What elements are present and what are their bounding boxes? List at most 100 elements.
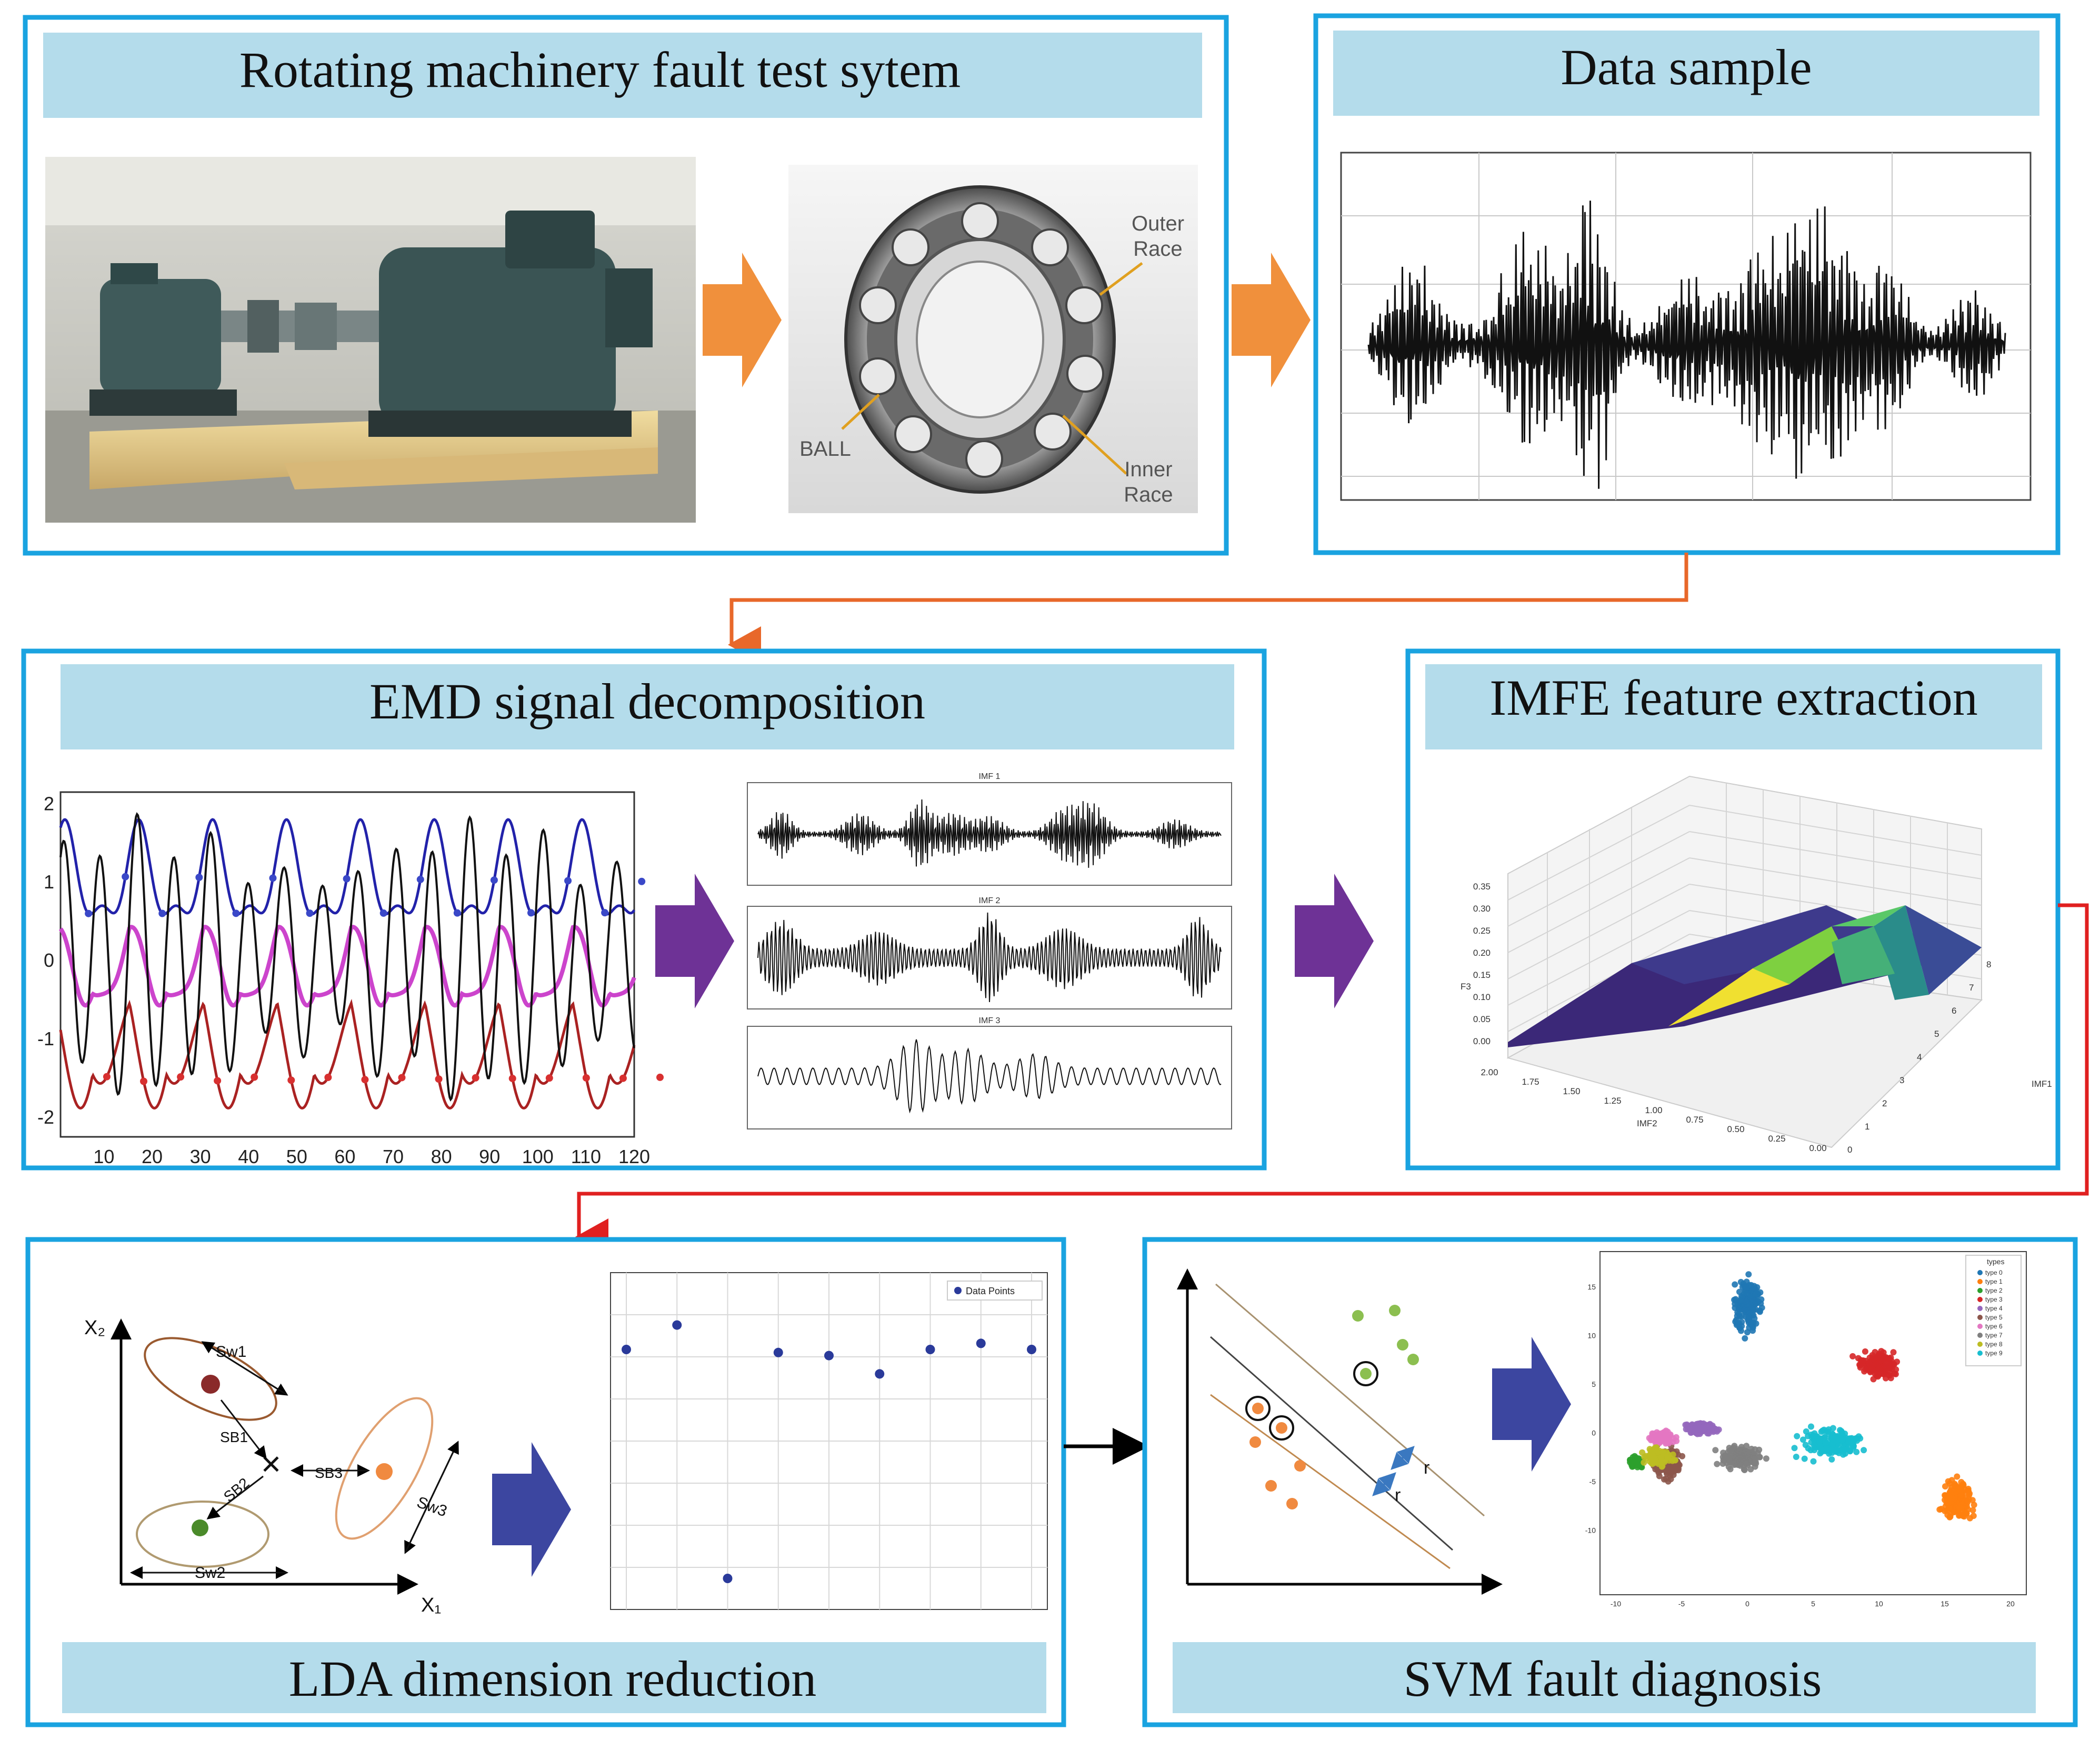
z-tick-label: 0.05 [1473, 1014, 1491, 1024]
y-tick-label: 2 [1882, 1098, 1887, 1108]
scatter-point [773, 1347, 783, 1357]
y-tick-label: 10 [1587, 1332, 1596, 1340]
y-tick-label: 0 [1592, 1429, 1596, 1437]
y-axis-label: IMF1 [2032, 1079, 2052, 1089]
legend-item: type 1 [1985, 1278, 2003, 1285]
y-tick-label: 4 [1917, 1052, 1922, 1062]
legend-item: type 9 [1985, 1349, 2003, 1357]
flow-arrow-icon [1492, 1337, 1571, 1472]
imf-label: IMF 3 [979, 1016, 1001, 1025]
class-2-centroid [192, 1519, 208, 1536]
panel-title: SVM fault diagnosis [1404, 1651, 1822, 1707]
y-tick-label: 7 [1969, 983, 1974, 993]
margin-label: r [1395, 1485, 1401, 1505]
x-tick-label: 20 [142, 1146, 163, 1167]
y-tick-label: -2 [37, 1106, 54, 1128]
x-tick-label: 0 [1745, 1599, 1749, 1608]
panel-title: Rotating machinery fault test sytem [239, 42, 961, 98]
y-tick-label: 0 [44, 949, 54, 971]
y-tick-label: 3 [1899, 1075, 1904, 1085]
imf-2-plot: IMF 2 [747, 896, 1232, 1009]
x-tick-label: 0.00 [1809, 1143, 1826, 1153]
y-tick-label: 1 [44, 871, 54, 893]
flow-arrow-icon [492, 1442, 571, 1577]
y-tick-label: -1 [37, 1028, 54, 1049]
y-tick-label: 1 [1865, 1122, 1869, 1132]
x-tick-label: 40 [238, 1146, 259, 1167]
imf-3-plot: IMF 3 [747, 1016, 1232, 1129]
panel-lda: LDA dimension reduction X₂ X₁ ✕ Sw1 SB1 … [25, 1237, 1066, 1727]
panel-title: EMD signal decomposition [369, 673, 925, 729]
panel-title: LDA dimension reduction [289, 1651, 817, 1707]
x-tick-label: 2.00 [1481, 1067, 1498, 1077]
z-tick-label: 0.20 [1473, 948, 1491, 958]
sw2-label: Sw2 [195, 1564, 225, 1582]
imf-label: IMF 1 [979, 772, 1001, 781]
imf-1-plot: IMF 1 [747, 772, 1232, 886]
scatter-point [875, 1369, 885, 1379]
imf-label: IMF 2 [979, 896, 1001, 905]
x-tick-label: 60 [334, 1146, 355, 1167]
x-tick-label: 80 [431, 1146, 452, 1167]
signal-plot [1340, 152, 2032, 501]
imf-plots: IMF 1 IMF 2 IMF 3 [747, 772, 1232, 1129]
svm-margin-diagram: r r [1177, 1268, 1503, 1595]
x-tick-label: 120 [618, 1146, 650, 1167]
z-tick-label: 0.15 [1473, 970, 1491, 980]
y-tick-label: 6 [1952, 1006, 1956, 1016]
x1-axis-label: X₁ [421, 1594, 441, 1616]
legend-item: type 2 [1985, 1287, 2003, 1294]
test-rig-photo [45, 157, 696, 523]
y-tick-label: -5 [1589, 1477, 1596, 1486]
sb1-label: SB1 [220, 1429, 248, 1445]
legend-item: type 4 [1985, 1305, 2003, 1312]
x-tick-label: 50 [286, 1146, 307, 1167]
x-tick-label: 1.50 [1563, 1086, 1580, 1096]
z-axis-label: F3 [1461, 982, 1471, 992]
class-3-centroid [376, 1463, 393, 1480]
x-tick-label: 90 [479, 1146, 500, 1167]
x-axis-label: IMF2 [1637, 1118, 1657, 1128]
legend-item: type 0 [1985, 1269, 2003, 1276]
x2-axis-label: X₂ [84, 1317, 105, 1339]
y-tick-label: 15 [1587, 1283, 1596, 1291]
z-tick-label: 0.10 [1473, 992, 1491, 1002]
x-tick-label: 5 [1811, 1599, 1815, 1608]
panel-data-sample: Data sample [1313, 13, 2061, 555]
y-tick-label: 5 [1934, 1029, 1939, 1039]
flow-arrow-icon [703, 253, 782, 387]
scatter-point [976, 1338, 986, 1348]
x-tick-label: 15 [1941, 1599, 1949, 1608]
scatter-point [622, 1345, 631, 1354]
x-tick-label: 30 [190, 1146, 211, 1167]
x-tick-label: 0.75 [1686, 1115, 1703, 1125]
x-tick-label: 10 [93, 1146, 114, 1167]
legend-item: type 3 [1985, 1296, 2003, 1303]
legend-item: type 5 [1985, 1314, 2003, 1321]
z-tick-label: 0.00 [1473, 1036, 1491, 1046]
x-tick-label: -5 [1678, 1599, 1685, 1608]
z-tick-label: 0.30 [1473, 904, 1491, 914]
legend-item: type 8 [1985, 1341, 2003, 1348]
scatter-point [672, 1320, 682, 1330]
flow-arrow-icon [1232, 253, 1311, 387]
connector-arrow [575, 903, 2089, 1255]
y-tick-label: 8 [1986, 959, 1991, 969]
legend-item: type 6 [1985, 1323, 2003, 1330]
title-bar [43, 33, 1202, 118]
scatter-point [1027, 1345, 1036, 1354]
z-tick-label: 0.25 [1473, 926, 1491, 936]
x-tick-label: 110 [571, 1146, 601, 1167]
x-tick-label: 100 [522, 1146, 554, 1167]
flow-arrow-icon [1295, 874, 1374, 1008]
x-tick-label: 0.50 [1727, 1124, 1744, 1134]
y-tick-label: 5 [1592, 1380, 1596, 1388]
